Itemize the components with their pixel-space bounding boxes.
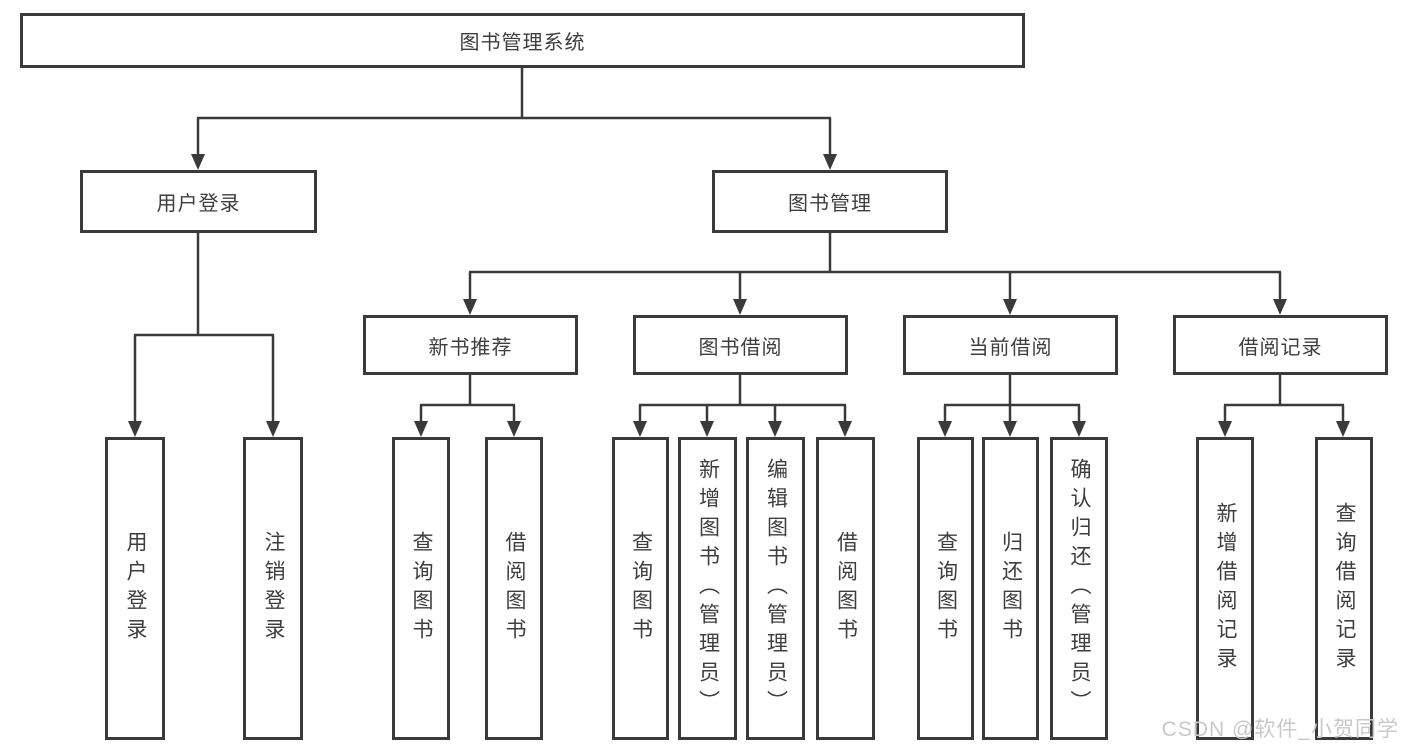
- csdn-watermark: CSDN @软件_小贺同学: [1161, 718, 1399, 741]
- leaf-borrow-books: 借阅图书: [816, 437, 875, 740]
- connector-path: [133, 68, 1345, 424]
- leaf-confirm-return-admin: 确认归还（管理员）: [1050, 437, 1108, 740]
- leaf-logout: 注销登录: [243, 437, 303, 740]
- leaf-query-books-current: 查询图书: [917, 437, 974, 740]
- leaf-add-books-admin: 新增图书（管理员）: [678, 437, 737, 740]
- leaf-borrow-books-recommend: 借阅图书: [485, 437, 543, 740]
- node-library-management-system: 图书管理系统: [20, 13, 1025, 68]
- leaf-user-login: 用户登录: [105, 437, 165, 740]
- leaf-edit-books-admin: 编辑图书（管理员）: [746, 437, 805, 740]
- node-user-login-branch: 用户登录: [80, 170, 317, 233]
- leaf-add-borrow-record: 新增借阅记录: [1196, 437, 1254, 740]
- leaf-query-books-borrowing: 查询图书: [612, 437, 669, 740]
- node-book-management-branch: 图书管理: [712, 170, 948, 233]
- node-borrowing-records: 借阅记录: [1173, 315, 1388, 375]
- node-new-book-recommendation: 新书推荐: [363, 315, 578, 375]
- node-book-borrowing: 图书借阅: [633, 315, 848, 375]
- leaf-query-borrow-record: 查询借阅记录: [1315, 437, 1373, 740]
- node-current-borrowing: 当前借阅: [903, 315, 1118, 375]
- leaf-query-books-recommend: 查询图书: [392, 437, 450, 740]
- leaf-return-books: 归还图书: [982, 437, 1039, 740]
